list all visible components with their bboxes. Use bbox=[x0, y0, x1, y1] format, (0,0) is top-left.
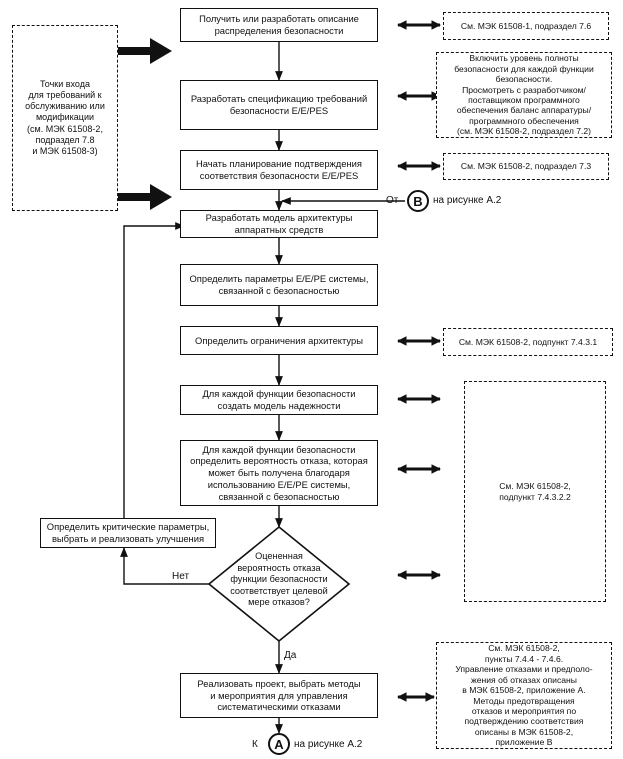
decision-diamond bbox=[207, 525, 351, 643]
decision-no-label: Нет bbox=[172, 571, 190, 582]
connector-a-circle: A bbox=[268, 733, 290, 755]
process-system-parameters: Определить параметры E/E/PE системы, свя… bbox=[180, 264, 378, 306]
improve-parameters-box: Определить критические параметры, выбрат… bbox=[40, 518, 216, 548]
connector-in-prefix: От bbox=[386, 195, 399, 206]
reference-box-4: См. МЭК 61508-2, подпункт 7.4.3.1 bbox=[443, 328, 613, 356]
reference-arrows bbox=[397, 20, 441, 702]
process-safety-requirements-spec: Разработать спецификацию требований безо… bbox=[180, 80, 378, 130]
connector-b-circle: B bbox=[407, 190, 429, 212]
decision-yes-label: Да bbox=[284, 650, 297, 661]
entry-points-box: Точки входа для требований к обслуживани… bbox=[12, 25, 118, 211]
connector-out-suffix: на рисунке А.2 bbox=[294, 739, 363, 750]
process-architecture-constraints: Определить ограничения архитектуры bbox=[180, 326, 378, 355]
connector-in-suffix: на рисунке А.2 bbox=[433, 195, 502, 206]
reference-box-1: См. МЭК 61508-1, подраздел 7.6 bbox=[443, 12, 609, 40]
decision-question: Оцененная вероятность отказа функции без… bbox=[230, 551, 328, 607]
process-failure-probability: Для каждой функции безопасности определи… bbox=[180, 440, 378, 506]
main-flow-lines bbox=[120, 42, 405, 734]
reference-box-6: См. МЭК 61508-2, пункты 7.4.4 - 7.4.6. У… bbox=[436, 642, 612, 749]
process-reliability-model: Для каждой функции безопасности создать … bbox=[180, 385, 378, 415]
process-implement-design: Реализовать проект, выбрать методы и мер… bbox=[180, 673, 378, 718]
reference-box-2: Включить уровень полноты безопасности дл… bbox=[436, 52, 612, 138]
process-validation-planning: Начать планирование подтверждения соотве… bbox=[180, 150, 378, 190]
process-hardware-architecture-model: Разработать модель архитектуры аппаратны… bbox=[180, 210, 378, 238]
reference-box-5: См. МЭК 61508-2, подпункт 7.4.3.2.2 bbox=[464, 381, 606, 602]
entry-arrows bbox=[118, 38, 172, 210]
connector-out-prefix: К bbox=[252, 739, 258, 750]
process-safety-allocation: Получить или разработать описание распре… bbox=[180, 8, 378, 42]
reference-box-3: См. МЭК 61508-2, подраздел 7.3 bbox=[443, 153, 609, 180]
